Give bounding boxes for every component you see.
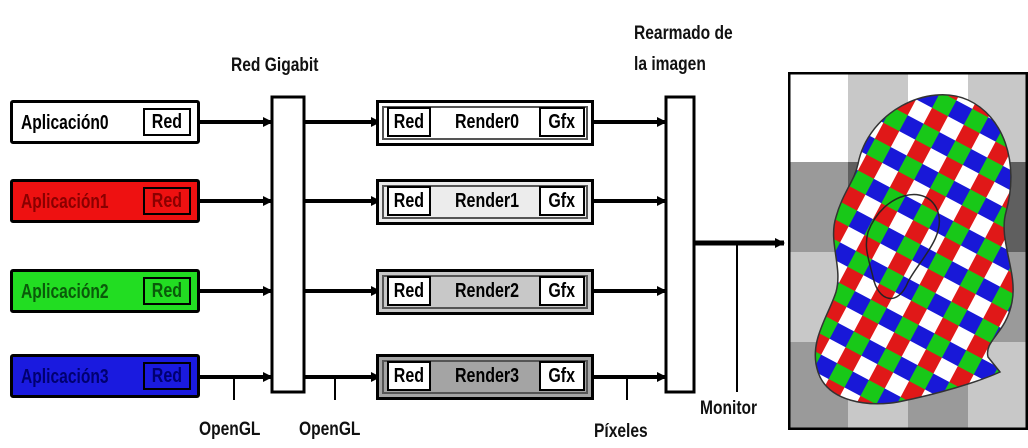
- reassembly-bar: [664, 95, 696, 394]
- render-frame: [382, 106, 588, 140]
- opengl-label-2: OpenGL: [299, 419, 361, 440]
- gigabit-switch-bar: [270, 95, 306, 394]
- render-name-label: Render1: [454, 190, 520, 212]
- render-frame: [382, 275, 588, 309]
- reassembly-label-line2: la imagen: [634, 54, 706, 75]
- render-name-label: Render0: [454, 111, 520, 133]
- render-network-label: Red: [393, 111, 425, 133]
- network-port: Red: [143, 187, 191, 215]
- monitor-label: Monitor: [700, 398, 758, 419]
- render-box-1: Red Render1 Gfx: [376, 179, 594, 225]
- rendered-image: [788, 72, 1028, 430]
- network-port-label: Red: [151, 190, 183, 212]
- render-network-label: Red: [393, 365, 425, 387]
- render-name-label: Render2: [454, 280, 520, 302]
- surface-fold: [865, 193, 941, 300]
- render-name: Render0: [439, 111, 535, 134]
- render-name: Render1: [439, 190, 535, 213]
- gfx-label: Gfx: [548, 365, 576, 387]
- application-name: Aplicación3: [21, 366, 109, 388]
- opengl-label-1: OpenGL: [199, 419, 261, 440]
- render-name: Render2: [439, 280, 535, 303]
- render-box-3: Red Render3 Gfx: [376, 354, 594, 400]
- render-network-label: Red: [393, 280, 425, 302]
- render-frame: [382, 360, 588, 394]
- render-network-port: Red: [387, 107, 431, 137]
- application-name: Aplicación1: [21, 191, 109, 213]
- reassembly-label-line1: Rearmado de: [634, 23, 733, 44]
- pixeles-label: Píxeles: [594, 421, 648, 442]
- render-name-label: Render3: [454, 365, 520, 387]
- gfx-port: Gfx: [539, 107, 585, 137]
- network-port-label: Red: [151, 365, 183, 387]
- render-network-label: Red: [393, 190, 425, 212]
- application-box-3: Aplicación3 Red: [10, 354, 200, 398]
- render-name: Render3: [439, 365, 535, 388]
- render-network-port: Red: [387, 276, 431, 306]
- gfx-port: Gfx: [539, 186, 585, 216]
- network-port: Red: [143, 362, 191, 390]
- render-frame: [382, 185, 588, 219]
- gfx-port: Gfx: [539, 361, 585, 391]
- network-port-label: Red: [151, 111, 183, 133]
- render-network-port: Red: [387, 186, 431, 216]
- render-box-0: Red Render0 Gfx: [376, 100, 594, 146]
- network-port-label: Red: [151, 280, 183, 302]
- application-box-2: Aplicación2 Red: [10, 269, 200, 313]
- gfx-label: Gfx: [548, 190, 576, 212]
- render-network-port: Red: [387, 361, 431, 391]
- application-name: Aplicación0: [21, 112, 109, 134]
- network-port: Red: [143, 277, 191, 305]
- gfx-label: Gfx: [548, 111, 576, 133]
- render-box-2: Red Render2 Gfx: [376, 269, 594, 315]
- application-box-0: Aplicación0 Red: [10, 100, 200, 144]
- application-name: Aplicación2: [21, 281, 109, 303]
- image-frame: [788, 72, 1028, 430]
- gfx-label: Gfx: [548, 280, 576, 302]
- network-port: Red: [143, 108, 191, 136]
- gigabit-network-label: Red Gigabit: [231, 55, 319, 76]
- application-box-1: Aplicación1 Red: [10, 179, 200, 223]
- gfx-port: Gfx: [539, 276, 585, 306]
